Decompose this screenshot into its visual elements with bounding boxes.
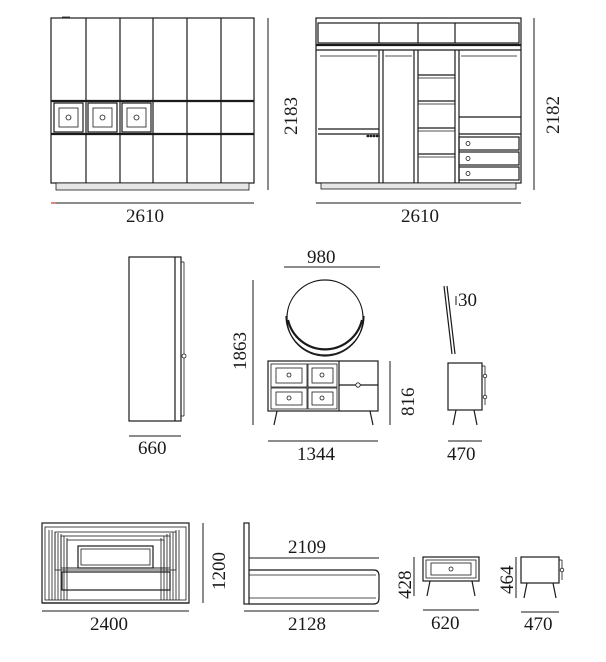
- wardrobe-depth-label: 660: [138, 438, 167, 459]
- bed-front-view: 2400 1200: [41, 522, 230, 635]
- dresser-side-view: 30 470: [443, 285, 488, 465]
- nightstand-side-view: 464 470: [497, 556, 565, 635]
- dresser-total-height-label: 1863: [230, 332, 251, 370]
- dresser-width-label: 1344: [297, 444, 336, 465]
- wardrobe-interior-view: 2610 2182: [315, 17, 564, 227]
- dresser-front-view: 980 1863 816 1344: [230, 247, 419, 465]
- bed-width-label: 2400: [90, 614, 128, 635]
- nightstand-height-label: 428: [395, 571, 416, 600]
- bed-inner-length-label: 2109: [288, 537, 326, 558]
- bed-side-view: 2109 2128: [243, 522, 380, 635]
- wardrobe-interior-height-label: 2182: [543, 96, 564, 134]
- bed-height-label: 1200: [209, 552, 230, 590]
- nightstand-width-label: 620: [431, 613, 460, 634]
- mirror-width-label: 980: [307, 247, 336, 268]
- mirror-depth-label: 30: [458, 290, 477, 311]
- wardrobe-side-view: 660: [128, 256, 187, 459]
- nightstand-depth-label: 470: [524, 614, 553, 635]
- dresser-depth-label: 470: [447, 444, 476, 465]
- nightstand-front-view: 428 620: [395, 556, 480, 634]
- wardrobe-front-view: 2610 2183: [50, 16, 302, 227]
- dresser-height-label: 816: [398, 388, 419, 417]
- wardrobe-front-height-label: 2183: [281, 97, 302, 135]
- nightstand-side-height-label: 464: [497, 565, 518, 594]
- bed-length-label: 2128: [288, 614, 326, 635]
- wardrobe-front-width-label: 2610: [126, 206, 164, 227]
- wardrobe-interior-width-label: 2610: [401, 206, 439, 227]
